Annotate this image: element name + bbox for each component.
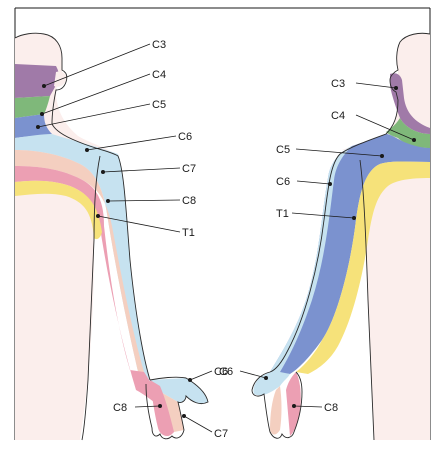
right-c7-hand-region <box>270 386 282 435</box>
right-label-hand-c6: C6 <box>219 366 233 378</box>
right-label-c4: C4 <box>331 110 345 122</box>
right-label-c3: C3 <box>331 78 345 90</box>
right-label-t1: T1 <box>276 208 289 220</box>
left-label-hand-c7: C7 <box>214 428 228 440</box>
left-label-c7: C7 <box>182 163 196 175</box>
left-label-c6: C6 <box>178 131 192 143</box>
left-label-c3: C3 <box>152 39 166 51</box>
right-label-hand-c8: C8 <box>324 402 338 414</box>
left-label-c8: C8 <box>182 195 196 207</box>
left-label-t1: T1 <box>182 227 195 239</box>
right-label-c6: C6 <box>276 176 290 188</box>
left-label-hand-c8: C8 <box>113 402 127 414</box>
left-label-c5: C5 <box>152 99 166 111</box>
right-figure <box>252 33 430 440</box>
right-label-c5: C5 <box>276 144 290 156</box>
right-c8-hand-region <box>286 372 301 436</box>
left-label-c4: C4 <box>152 69 166 81</box>
left-figure <box>15 33 208 440</box>
